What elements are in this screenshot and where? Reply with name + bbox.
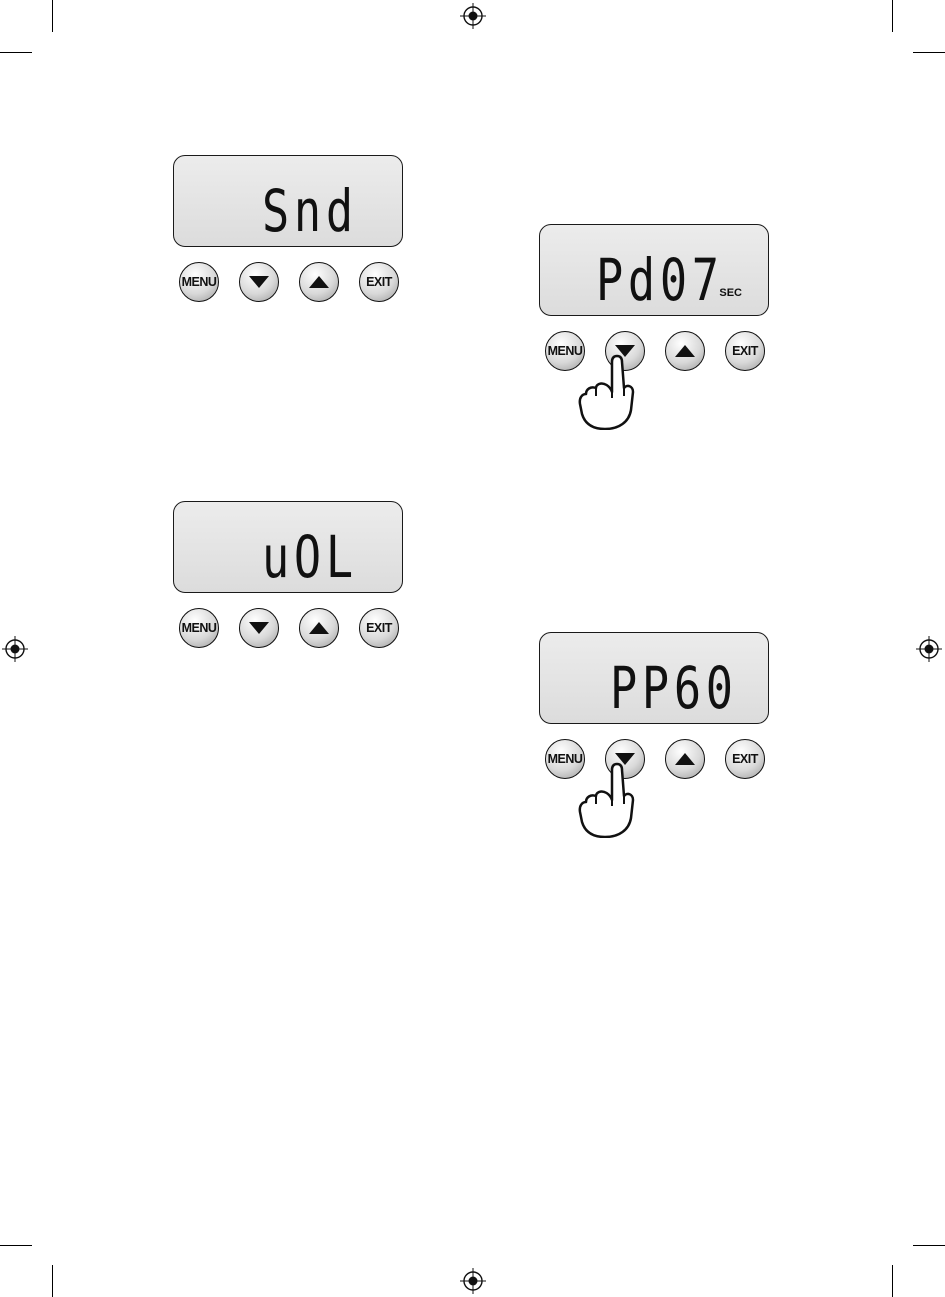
exit-button[interactable]: EXIT <box>725 331 765 371</box>
up-button[interactable] <box>299 262 339 302</box>
exit-button-label: EXIT <box>366 621 392 635</box>
up-button[interactable] <box>665 739 705 779</box>
down-button[interactable] <box>239 262 279 302</box>
control-panel-pp60: PP60 MENU EXIT <box>539 632 779 842</box>
lcd-unit-label: SEC <box>719 287 742 299</box>
menu-button[interactable]: MENU <box>179 608 219 648</box>
crop-mark <box>52 0 53 32</box>
pointing-hand-icon <box>577 760 637 838</box>
lcd-readout: Snd <box>262 182 358 240</box>
crop-mark <box>913 52 945 53</box>
menu-button-label: MENU <box>182 275 217 289</box>
exit-button-label: EXIT <box>366 275 392 289</box>
crop-mark <box>892 1265 893 1297</box>
menu-button[interactable]: MENU <box>179 262 219 302</box>
down-button[interactable] <box>239 608 279 648</box>
registration-mark-icon <box>460 1268 486 1294</box>
lcd-display: Pd07 SEC <box>539 224 769 316</box>
menu-button-label: MENU <box>182 621 217 635</box>
pointing-hand-icon <box>577 352 637 430</box>
crop-mark <box>0 52 32 53</box>
up-button[interactable] <box>299 608 339 648</box>
triangle-up-icon <box>309 276 329 288</box>
lcd-display: PP60 <box>539 632 769 724</box>
lcd-readout: Pd07 <box>596 251 724 309</box>
triangle-down-icon <box>249 276 269 288</box>
exit-button[interactable]: EXIT <box>725 739 765 779</box>
lcd-readout: PP60 <box>610 659 738 717</box>
up-button[interactable] <box>665 331 705 371</box>
exit-button-label: EXIT <box>732 344 758 358</box>
registration-mark-icon <box>916 636 942 662</box>
lcd-readout: uOL <box>262 528 358 586</box>
crop-mark <box>892 0 893 32</box>
registration-mark-icon <box>460 3 486 29</box>
lcd-display: Snd <box>173 155 403 247</box>
registration-mark-icon <box>2 636 28 662</box>
crop-mark <box>52 1265 53 1297</box>
exit-button-label: EXIT <box>732 752 758 766</box>
control-panel-pd07: Pd07 SEC MENU EXIT <box>539 224 779 434</box>
crop-mark <box>0 1245 32 1246</box>
triangle-up-icon <box>675 753 695 765</box>
exit-button[interactable]: EXIT <box>359 262 399 302</box>
triangle-down-icon <box>249 622 269 634</box>
triangle-up-icon <box>675 345 695 357</box>
crop-mark <box>913 1245 945 1246</box>
control-panel-snd: Snd MENU EXIT <box>173 155 413 315</box>
control-panel-uol: uOL MENU EXIT <box>173 501 413 661</box>
triangle-up-icon <box>309 622 329 634</box>
exit-button[interactable]: EXIT <box>359 608 399 648</box>
lcd-display: uOL <box>173 501 403 593</box>
